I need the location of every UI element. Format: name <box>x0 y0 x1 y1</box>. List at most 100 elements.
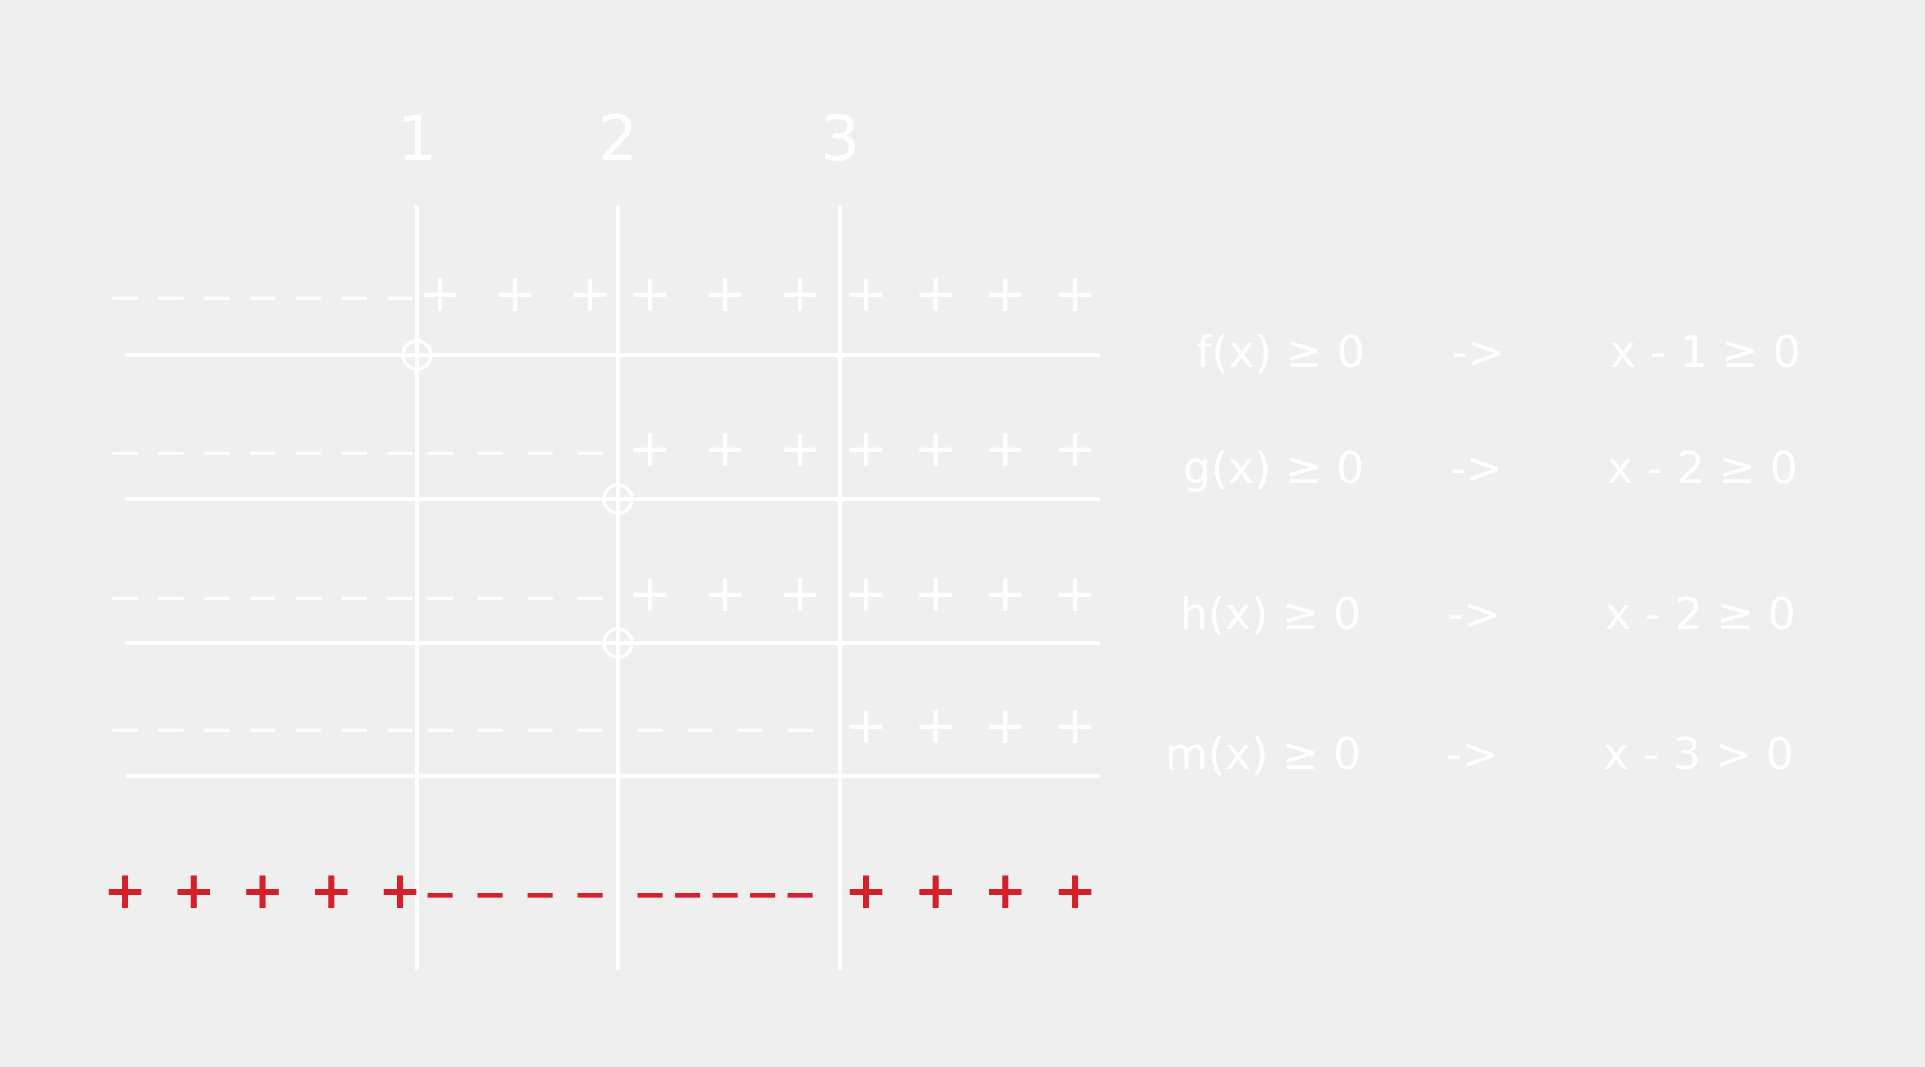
row-g-sign: − <box>337 430 371 476</box>
root-label-3: 3 <box>820 102 859 175</box>
row-f-sign: + <box>568 264 612 324</box>
row-g-sign: − <box>573 430 607 476</box>
row-m-sign: − <box>383 707 417 753</box>
result-sign: − <box>573 872 607 918</box>
row-m-sign: − <box>246 707 280 753</box>
row-m-sign: + <box>914 696 958 756</box>
row-h-sign: − <box>108 575 142 621</box>
row-h-sign: + <box>778 564 822 624</box>
result-sign: + <box>103 861 147 921</box>
row-m-sign: − <box>523 707 557 753</box>
row-g-sign: + <box>984 419 1028 479</box>
row-f-sign: − <box>383 275 417 321</box>
equivalent-f: x - 1 ≥ 0 <box>1610 327 1801 378</box>
row-g-sign: + <box>628 419 672 479</box>
row-m-sign: − <box>108 707 142 753</box>
row-f-sign: + <box>703 264 747 324</box>
result-sign: + <box>914 861 958 921</box>
row-g-sign: + <box>844 419 888 479</box>
result-sign: − <box>473 872 507 918</box>
row-h-sign: − <box>473 575 507 621</box>
arrow-m: -> <box>1446 729 1499 780</box>
row-h-sign: + <box>984 564 1028 624</box>
row-g-sign: − <box>246 430 280 476</box>
row-h-sign: − <box>383 575 417 621</box>
result-sign: + <box>984 861 1028 921</box>
equivalent-g: x - 2 ≥ 0 <box>1607 443 1798 494</box>
row-f-sign: − <box>246 275 280 321</box>
row-f-sign: + <box>984 264 1028 324</box>
row-g-sign: − <box>383 430 417 476</box>
row-g-sign: − <box>473 430 507 476</box>
row-h-sign: + <box>914 564 958 624</box>
condition-m: m(x) ≥ 0 <box>1165 729 1362 780</box>
row-m-sign: − <box>423 707 457 753</box>
row-h-sign: − <box>246 575 280 621</box>
row-h-sign: − <box>423 575 457 621</box>
row-f-sign: + <box>628 264 672 324</box>
condition-f: f(x) ≥ 0 <box>1196 327 1365 378</box>
arrow-g: -> <box>1450 443 1503 494</box>
result-sign: − <box>746 872 780 918</box>
row-m-sign: − <box>337 707 371 753</box>
row-h-sign: + <box>844 564 888 624</box>
equivalent-m: x - 3 > 0 <box>1603 729 1794 780</box>
row-h-sign: + <box>1053 564 1097 624</box>
result-sign: − <box>671 872 705 918</box>
row-f-sign: + <box>914 264 958 324</box>
row-g-sign: + <box>914 419 958 479</box>
row-f-sign: − <box>200 275 234 321</box>
result-sign: − <box>523 872 557 918</box>
root-label-1: 1 <box>397 102 436 175</box>
row-h-sign: − <box>154 575 188 621</box>
row-m-sign: + <box>844 696 888 756</box>
row-m-sign: − <box>473 707 507 753</box>
row-g-sign: + <box>778 419 822 479</box>
result-sign: + <box>1053 861 1097 921</box>
root-marker-g <box>602 483 634 515</box>
result-sign: − <box>783 872 817 918</box>
result-sign: + <box>172 861 216 921</box>
root-marker-h <box>602 627 634 659</box>
row-g-sign: − <box>523 430 557 476</box>
row-g-sign: − <box>108 430 142 476</box>
row-m-sign: − <box>633 707 667 753</box>
row-f-sign: + <box>418 264 462 324</box>
result-sign: + <box>310 861 354 921</box>
condition-g: g(x) ≥ 0 <box>1183 443 1365 494</box>
row-f-sign: − <box>154 275 188 321</box>
row-f-sign: + <box>778 264 822 324</box>
row-m-sign: − <box>733 707 767 753</box>
row-h-sign: + <box>703 564 747 624</box>
row-f-sign: + <box>1053 264 1097 324</box>
row-h-sign: − <box>523 575 557 621</box>
row-m-sign: − <box>783 707 817 753</box>
arrow-f: -> <box>1452 327 1505 378</box>
row-m-sign: + <box>1053 696 1097 756</box>
row-h-sign: − <box>573 575 607 621</box>
row-g-sign: − <box>292 430 326 476</box>
row-g-sign: + <box>703 419 747 479</box>
row-m-sign: + <box>984 696 1028 756</box>
row-h-sign: + <box>628 564 672 624</box>
result-sign: + <box>241 861 285 921</box>
row-f-sign: − <box>337 275 371 321</box>
row-m-sign: − <box>200 707 234 753</box>
arrow-h: -> <box>1448 589 1501 640</box>
row-h-sign: − <box>292 575 326 621</box>
row-f-sign: − <box>108 275 142 321</box>
row-g-sign: − <box>154 430 188 476</box>
result-sign: − <box>423 872 457 918</box>
row-g-sign: + <box>1053 419 1097 479</box>
row-g-sign: − <box>423 430 457 476</box>
root-label-2: 2 <box>598 102 637 175</box>
row-m-sign: − <box>683 707 717 753</box>
row-f-sign: + <box>844 264 888 324</box>
condition-h: h(x) ≥ 0 <box>1180 589 1362 640</box>
result-sign: − <box>708 872 742 918</box>
root-marker-f <box>401 339 433 371</box>
row-h-sign: − <box>337 575 371 621</box>
row-m-sign: − <box>154 707 188 753</box>
